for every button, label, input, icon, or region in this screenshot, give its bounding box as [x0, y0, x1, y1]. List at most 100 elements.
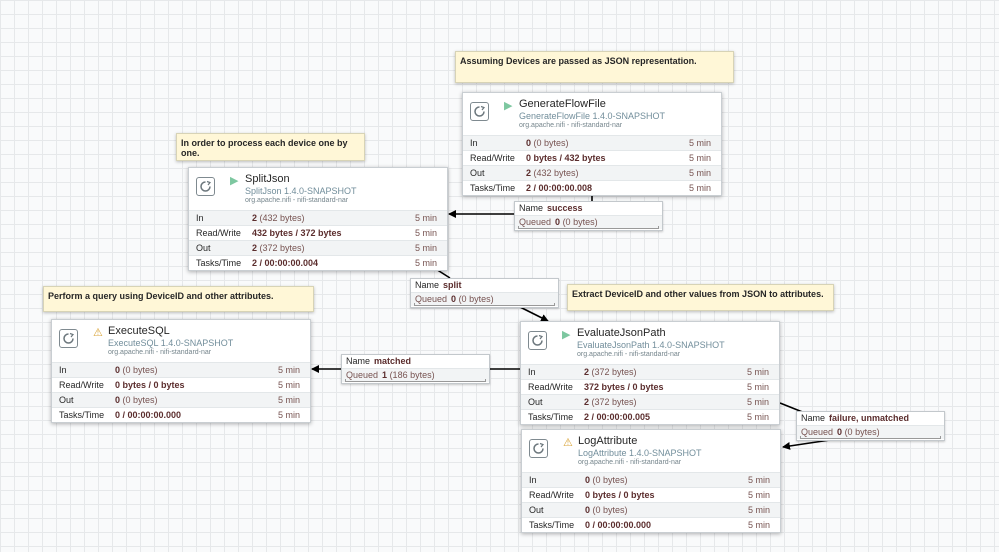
stat-in-bytes: (0 bytes)	[592, 475, 628, 485]
queued-bytes: (0 bytes)	[458, 294, 494, 304]
stat-window: 5 min	[747, 505, 770, 515]
stat-label: In	[528, 367, 536, 377]
processor-bundle: org.apache.nifi - nifi-standard-nar	[577, 351, 681, 358]
stat-out-bytes: (372 bytes)	[259, 243, 305, 253]
stat-in-bytes: (0 bytes)	[122, 365, 158, 375]
processor-executesql[interactable]: ⚠ ExecuteSQL ExecuteSQL 1.4.0-SNAPSHOT o…	[51, 319, 311, 423]
label-note-extract[interactable]: Extract DeviceID and other values from J…	[567, 284, 834, 311]
stat-window: 5 min	[414, 228, 437, 238]
label-note-query[interactable]: Perform a query using DeviceID and other…	[43, 286, 314, 312]
processor-name: LogAttribute	[578, 435, 638, 447]
stat-label: Tasks/Time	[59, 410, 105, 420]
queued-bytes: (0 bytes)	[844, 427, 880, 437]
stat-out-count: 0	[585, 505, 591, 515]
stat-row-tasks: Tasks/Time 2 / 00:00:00.004 5 min	[189, 255, 447, 270]
stat-row-tasks: Tasks/Time 0 / 00:00:00.000 5 min	[522, 517, 780, 532]
warning-icon[interactable]: ⚠	[93, 327, 103, 339]
stat-readwrite: 0 bytes / 0 bytes	[115, 380, 185, 390]
running-status-icon: ▶	[562, 329, 571, 341]
queued-bytes: (0 bytes)	[562, 217, 598, 227]
processor-logattribute[interactable]: ⚠ LogAttribute LogAttribute 1.4.0-SNAPSH…	[521, 429, 781, 533]
processor-name: ExecuteSQL	[108, 325, 170, 337]
processor-icon	[196, 177, 215, 196]
label-text: Extract DeviceID and other values from J…	[572, 289, 824, 299]
connection-name: success	[547, 203, 583, 213]
label-note-devices[interactable]: Assuming Devices are passed as JSON repr…	[455, 51, 734, 83]
connection-name: split	[443, 280, 462, 290]
processor-splitjson[interactable]: ▶ SplitJson SplitJson 1.4.0-SNAPSHOT org…	[188, 167, 448, 271]
stat-out-bytes: (0 bytes)	[592, 505, 628, 515]
stat-in-count: 2	[584, 367, 590, 377]
stat-label: Out	[470, 168, 485, 178]
processor-name: EvaluateJsonPath	[577, 327, 666, 339]
stat-in-count: 0	[526, 138, 532, 148]
stat-row-in: In 0 (0 bytes) 5 min	[463, 135, 721, 150]
stat-label: Tasks/Time	[529, 520, 575, 530]
queue-bar	[518, 226, 659, 229]
connection-name: failure, unmatched	[829, 413, 910, 423]
stat-row-readwrite: Read/Write 432 bytes / 372 bytes 5 min	[189, 225, 447, 240]
stat-tasks: 0 / 00:00:00.000	[115, 410, 182, 420]
conn-key-name: Name	[415, 280, 440, 290]
stat-readwrite: 432 bytes / 372 bytes	[252, 228, 342, 238]
stat-label: In	[529, 475, 537, 485]
stat-label: Read/Write	[59, 380, 104, 390]
processor-bundle: org.apache.nifi - nifi-standard-nar	[519, 122, 623, 129]
stat-tasks: 2 / 00:00:00.005	[584, 412, 651, 422]
label-text: Assuming Devices are passed as JSON repr…	[460, 56, 697, 66]
stat-window: 5 min	[747, 490, 770, 500]
stat-out-bytes: (0 bytes)	[122, 395, 158, 405]
stat-out-count: 2	[526, 168, 532, 178]
stat-out-count: 2	[584, 397, 590, 407]
conn-key-queued: Queued	[415, 294, 448, 304]
stat-label: Read/Write	[196, 228, 241, 238]
queued-count: 0	[555, 217, 561, 227]
label-text: Perform a query using DeviceID and other…	[48, 291, 274, 301]
processor-generateflowfile[interactable]: ▶ GenerateFlowFile GenerateFlowFile 1.4.…	[462, 92, 722, 196]
stat-row-readwrite: Read/Write 372 bytes / 0 bytes 5 min	[521, 379, 779, 394]
stat-row-in: In 2 (372 bytes) 5 min	[521, 364, 779, 379]
conn-key-name: Name	[346, 356, 371, 366]
stat-window: 5 min	[746, 412, 769, 422]
processor-bundle: org.apache.nifi - nifi-standard-nar	[108, 349, 212, 356]
stat-window: 5 min	[414, 258, 437, 268]
queue-bar	[414, 303, 555, 306]
running-status-icon: ▶	[230, 175, 239, 187]
stat-label: Tasks/Time	[528, 412, 574, 422]
stat-label: Out	[196, 243, 211, 253]
label-text: In order to process each device one by o…	[181, 138, 348, 158]
stat-label: Tasks/Time	[196, 258, 242, 268]
processor-icon	[470, 102, 489, 121]
stat-row-out: Out 2 (372 bytes) 5 min	[521, 394, 779, 409]
stat-window: 5 min	[688, 138, 711, 148]
stat-row-readwrite: Read/Write 0 bytes / 432 bytes 5 min	[463, 150, 721, 165]
stat-in-bytes: (0 bytes)	[533, 138, 569, 148]
stat-row-in: In 0 (0 bytes) 5 min	[522, 472, 780, 487]
stat-window: 5 min	[746, 367, 769, 377]
stat-label: Read/Write	[470, 153, 515, 163]
conn-key-queued: Queued	[346, 370, 379, 380]
connection-name: matched	[374, 356, 412, 366]
stat-label: Out	[529, 505, 544, 515]
label-note-split[interactable]: In order to process each device one by o…	[176, 133, 365, 161]
stat-out-count: 0	[115, 395, 121, 405]
processor-type: SplitJson 1.4.0-SNAPSHOT	[245, 186, 357, 196]
stat-row-in: In 2 (432 bytes) 5 min	[189, 210, 447, 225]
running-status-icon: ▶	[504, 100, 513, 112]
stat-row-tasks: Tasks/Time 0 / 00:00:00.000 5 min	[52, 407, 310, 422]
processor-evaluatejsonpath[interactable]: ▶ EvaluateJsonPath EvaluateJsonPath 1.4.…	[520, 321, 780, 425]
stat-row-readwrite: Read/Write 0 bytes / 0 bytes 5 min	[52, 377, 310, 392]
processor-type: ExecuteSQL 1.4.0-SNAPSHOT	[108, 338, 234, 348]
stat-label: In	[470, 138, 478, 148]
stat-window: 5 min	[277, 380, 300, 390]
processor-type: EvaluateJsonPath 1.4.0-SNAPSHOT	[577, 340, 725, 350]
conn-key-queued: Queued	[801, 427, 834, 437]
warning-icon[interactable]: ⚠	[563, 437, 573, 449]
stat-tasks: 0 / 00:00:00.000	[585, 520, 652, 530]
stat-row-out: Out 0 (0 bytes) 5 min	[522, 502, 780, 517]
stat-window: 5 min	[277, 395, 300, 405]
